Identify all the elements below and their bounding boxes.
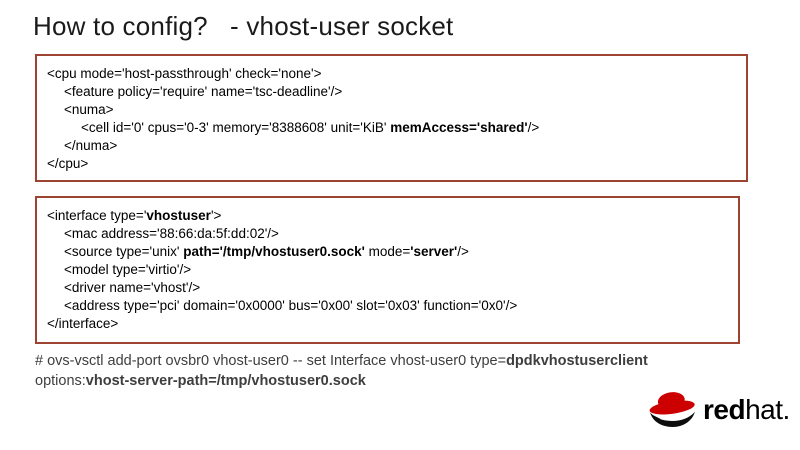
redhat-wordmark-hat: hat. — [745, 394, 790, 425]
code-line: # ovs-vsctl add-port ovsbr0 vhost-user0 … — [35, 353, 648, 369]
code-line: </cpu> — [47, 156, 89, 171]
code-line: <mac address='88:66:da:5f:dd:02'/> — [64, 226, 279, 241]
code-line: </numa> — [64, 138, 118, 153]
redhat-wordmark: redhat. — [703, 396, 790, 424]
code-line: <driver name='vhost'/> — [64, 280, 201, 295]
redhat-wordmark-red: red — [703, 394, 746, 425]
interface-xml-box: <interface type='vhostuser'> <mac address… — [35, 196, 740, 344]
interface-xml-code: <interface type='vhostuser'> <mac address… — [37, 198, 738, 333]
redhat-fedora-icon — [648, 392, 695, 427]
code-line: options:vhost-server-path=/tmp/vhostuser… — [35, 372, 366, 389]
code-line: <interface type='vhostuser'> — [47, 208, 222, 223]
code-line: <cell id='0' cpus='0-3' memory='8388608'… — [81, 120, 540, 135]
redhat-logo: redhat. — [646, 389, 790, 431]
code-line: <cpu mode='host-passthrough' check='none… — [47, 66, 322, 81]
cpu-xml-box: <cpu mode='host-passthrough' check='none… — [35, 54, 748, 182]
code-line: <numa> — [64, 102, 114, 117]
code-line: <model type='virtio'/> — [64, 262, 192, 277]
cpu-xml-code: <cpu mode='host-passthrough' check='none… — [37, 56, 746, 173]
page-title: How to config? - vhost-user socket — [33, 11, 454, 41]
code-line: <feature policy='require' name='tsc-dead… — [64, 84, 343, 99]
code-line: </interface> — [47, 316, 119, 331]
ovs-vsctl-command: # ovs-vsctl add-port ovsbr0 vhost-user0 … — [35, 352, 750, 391]
code-line: <source type='unix' path='/tmp/vhostuser… — [64, 244, 469, 259]
code-line: <address type='pci' domain='0x0000' bus=… — [64, 298, 518, 313]
